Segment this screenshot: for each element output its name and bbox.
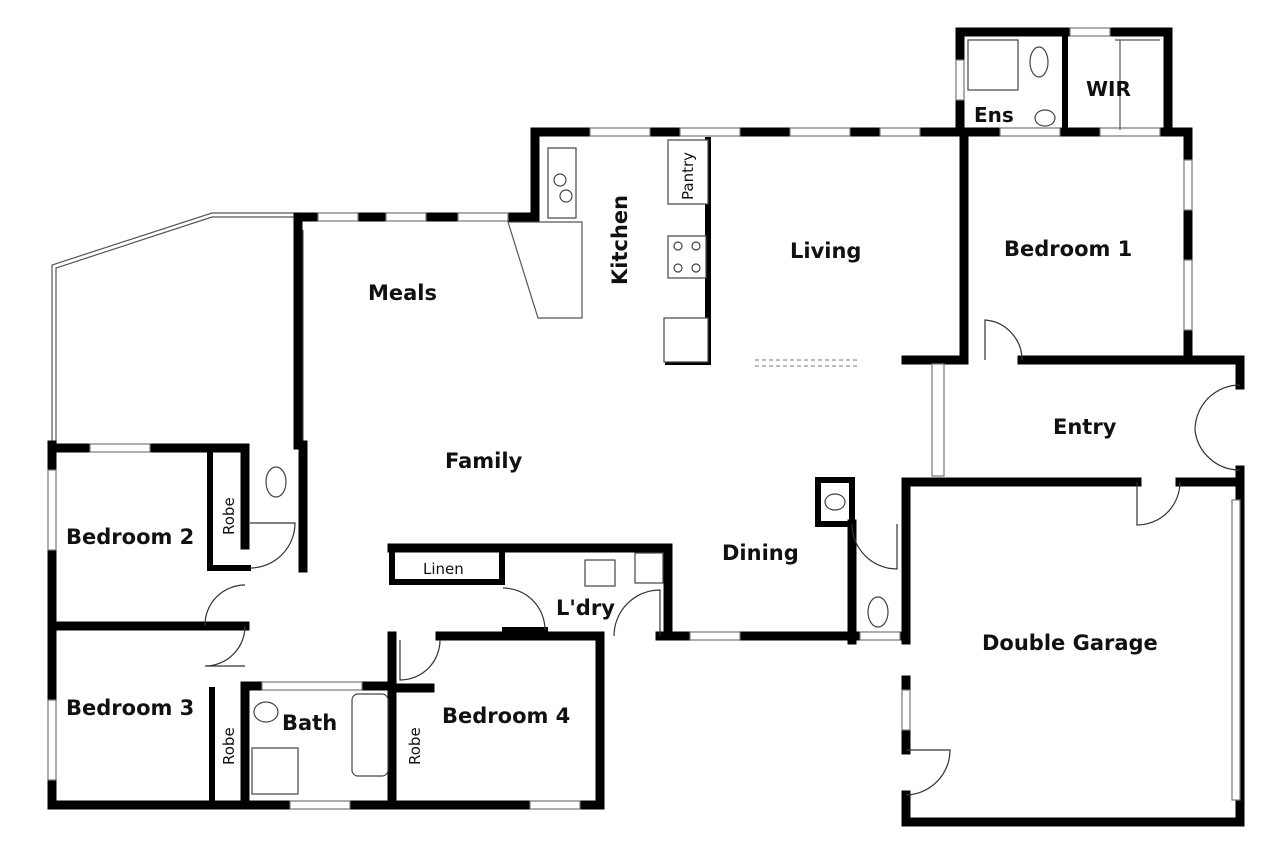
room-label-living: Living bbox=[790, 239, 861, 263]
alfresco-outline bbox=[51, 212, 304, 445]
room-label-entry: Entry bbox=[1053, 415, 1117, 439]
room-label-bedroom-2: Bedroom 2 bbox=[66, 525, 194, 549]
fixtures bbox=[251, 39, 1160, 795]
room-label-bedroom-1: Bedroom 1 bbox=[1004, 237, 1132, 261]
kitchen-island bbox=[507, 221, 583, 319]
room-label-linen: Linen bbox=[423, 560, 464, 578]
room-label-robe-3: Robe bbox=[220, 727, 238, 765]
room-label-wir: WIR bbox=[1086, 77, 1131, 101]
room-labels: Ens WIR Kitchen Pantry Living Bedroom 1 … bbox=[66, 77, 1158, 765]
room-label-family: Family bbox=[445, 449, 523, 473]
room-label-dining: Dining bbox=[722, 541, 799, 565]
room-label-ens: Ens bbox=[974, 103, 1014, 127]
room-label-laundry: L'dry bbox=[556, 596, 615, 620]
doors bbox=[204, 319, 1241, 796]
room-label-bath: Bath bbox=[282, 711, 337, 735]
room-label-bedroom-4: Bedroom 4 bbox=[442, 704, 570, 728]
room-label-robe-4: Robe bbox=[406, 727, 424, 765]
room-label-double-garage: Double Garage bbox=[982, 631, 1158, 655]
room-label-kitchen: Kitchen bbox=[608, 195, 632, 285]
windows bbox=[47, 27, 1241, 810]
room-label-meals: Meals bbox=[368, 281, 437, 305]
room-label-bedroom-3: Bedroom 3 bbox=[66, 696, 194, 720]
room-label-robe-2: Robe bbox=[220, 497, 238, 535]
room-label-pantry: Pantry bbox=[679, 152, 697, 200]
